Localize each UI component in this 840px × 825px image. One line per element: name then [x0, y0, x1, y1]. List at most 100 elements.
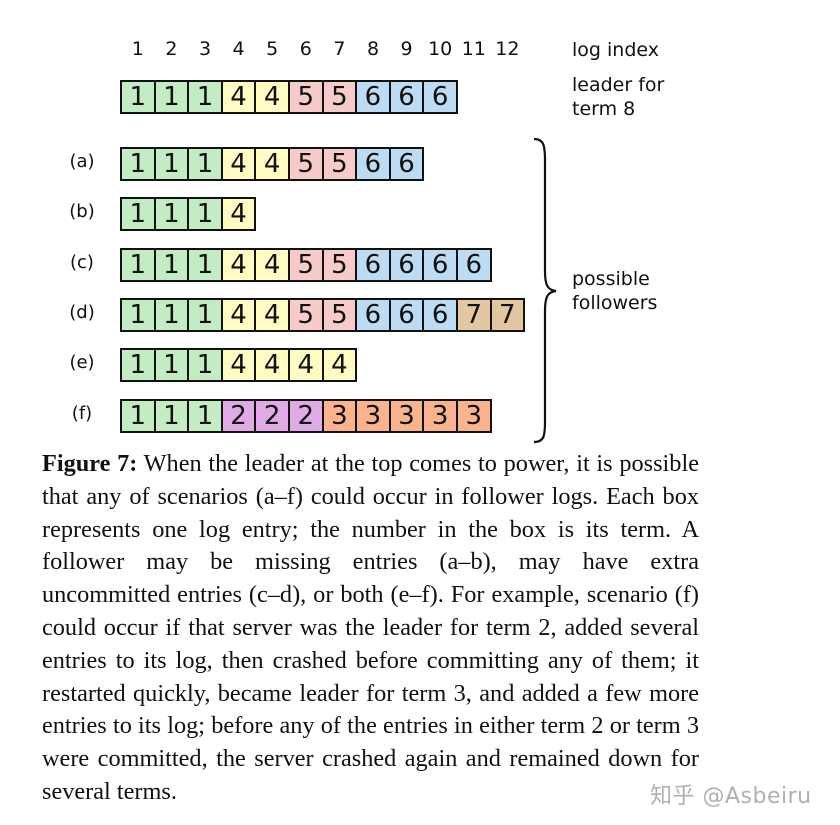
log-entry: 4: [222, 300, 257, 330]
log-entry: 1: [155, 300, 190, 330]
log-entry: 1: [155, 250, 190, 280]
row-label: (f): [71, 403, 93, 424]
log-entry: 6: [390, 149, 425, 179]
log-entry: 4: [256, 250, 290, 280]
log-entry: 5: [289, 82, 324, 112]
leader-label-line1: leader for: [572, 74, 665, 96]
log-entry: 6: [390, 250, 425, 280]
watermark: 知乎 @Asbeiru: [650, 784, 812, 809]
log-entry: 5: [289, 149, 324, 179]
log-entry: 2: [256, 401, 290, 431]
log-entry: 4: [256, 350, 290, 380]
log-index-7: 7: [333, 38, 346, 60]
log-entry: 2: [222, 401, 257, 431]
log-entry: 7: [491, 300, 526, 330]
leader-label-line2: term 8: [572, 98, 636, 120]
log-entry: 1: [122, 350, 156, 380]
log-index-label: log index: [572, 39, 659, 61]
log-entry: 1: [189, 401, 223, 431]
log-entry: 7: [457, 300, 492, 330]
figure-caption: Figure 7: When the leader at the top com…: [42, 448, 699, 809]
log-entry: 1: [155, 199, 190, 229]
log-entry: 6: [390, 300, 425, 330]
row-label: (a): [69, 151, 95, 172]
log-index-2: 2: [165, 38, 178, 60]
log-entry: 6: [424, 82, 458, 112]
log-entry: 1: [155, 82, 190, 112]
log-entry: 6: [424, 250, 458, 280]
log-index-1: 1: [131, 38, 144, 60]
log-entry: 4: [256, 149, 290, 179]
log-index-10: 10: [428, 38, 453, 60]
log-entry: 4: [289, 350, 324, 380]
log-entry: 1: [155, 149, 190, 179]
log-entry: 6: [457, 250, 492, 280]
log-index-3: 3: [198, 38, 212, 60]
row-label: (e): [69, 352, 95, 373]
leader-label: leader for term 8: [572, 73, 664, 121]
log-entry: 1: [189, 199, 223, 229]
log-entry: 4: [222, 250, 257, 280]
log-entry: 5: [323, 82, 358, 112]
log-entry: 5: [323, 250, 358, 280]
log-entry: 1: [155, 350, 190, 380]
log-entry: 1: [189, 350, 223, 380]
log-index-11: 11: [461, 38, 486, 60]
log-entry: 1: [155, 401, 190, 431]
followers-label-line2: followers: [572, 292, 658, 314]
log-entry: 4: [222, 149, 257, 179]
log-entry: 6: [390, 82, 425, 112]
log-entry: 5: [323, 149, 358, 179]
log-entry: 4: [222, 350, 257, 380]
log-entry: 5: [289, 300, 324, 330]
log-entry: 1: [189, 82, 223, 112]
caption-text: When the leader at the top comes to powe…: [42, 450, 699, 805]
log-entry: 5: [289, 250, 324, 280]
log-entry: 5: [323, 300, 358, 330]
log-entry: 3: [424, 401, 458, 431]
log-entry: 3: [457, 401, 492, 431]
log-entry: 4: [222, 199, 257, 229]
log-entry: 4: [256, 300, 290, 330]
row-label: (c): [70, 252, 94, 273]
log-entry: 3: [357, 401, 391, 431]
curly-brace-icon: [533, 137, 557, 444]
log-entry: 6: [357, 149, 391, 179]
log-entry: 4: [256, 82, 290, 112]
followers-label: possible followers: [572, 267, 657, 315]
log-entry: 2: [289, 401, 324, 431]
log-entry: 1: [122, 401, 156, 431]
row-label: (b): [69, 201, 95, 222]
log-index-8: 8: [366, 38, 380, 60]
log-entry: 4: [323, 350, 358, 380]
log-index-12: 12: [495, 38, 520, 60]
row-label: (d): [69, 302, 95, 323]
log-entry: 1: [189, 250, 223, 280]
log-index-6: 6: [299, 38, 312, 60]
log-entry: 1: [122, 149, 156, 179]
log-index-5: 5: [266, 38, 279, 60]
log-entry: 1: [122, 82, 156, 112]
log-entry: 1: [189, 300, 223, 330]
log-entry: 1: [189, 149, 223, 179]
log-index-9: 9: [400, 38, 413, 60]
log-entry: 1: [122, 199, 156, 229]
log-entry: 6: [424, 300, 458, 330]
log-entry: 6: [357, 250, 391, 280]
log-entry: 4: [222, 82, 257, 112]
log-entry: 3: [390, 401, 425, 431]
log-entry: 6: [357, 82, 391, 112]
followers-label-line1: possible: [572, 268, 650, 290]
log-entry: 1: [122, 250, 156, 280]
log-entry: 3: [323, 401, 358, 431]
log-index-4: 4: [232, 38, 245, 60]
log-entry: 1: [122, 300, 156, 330]
